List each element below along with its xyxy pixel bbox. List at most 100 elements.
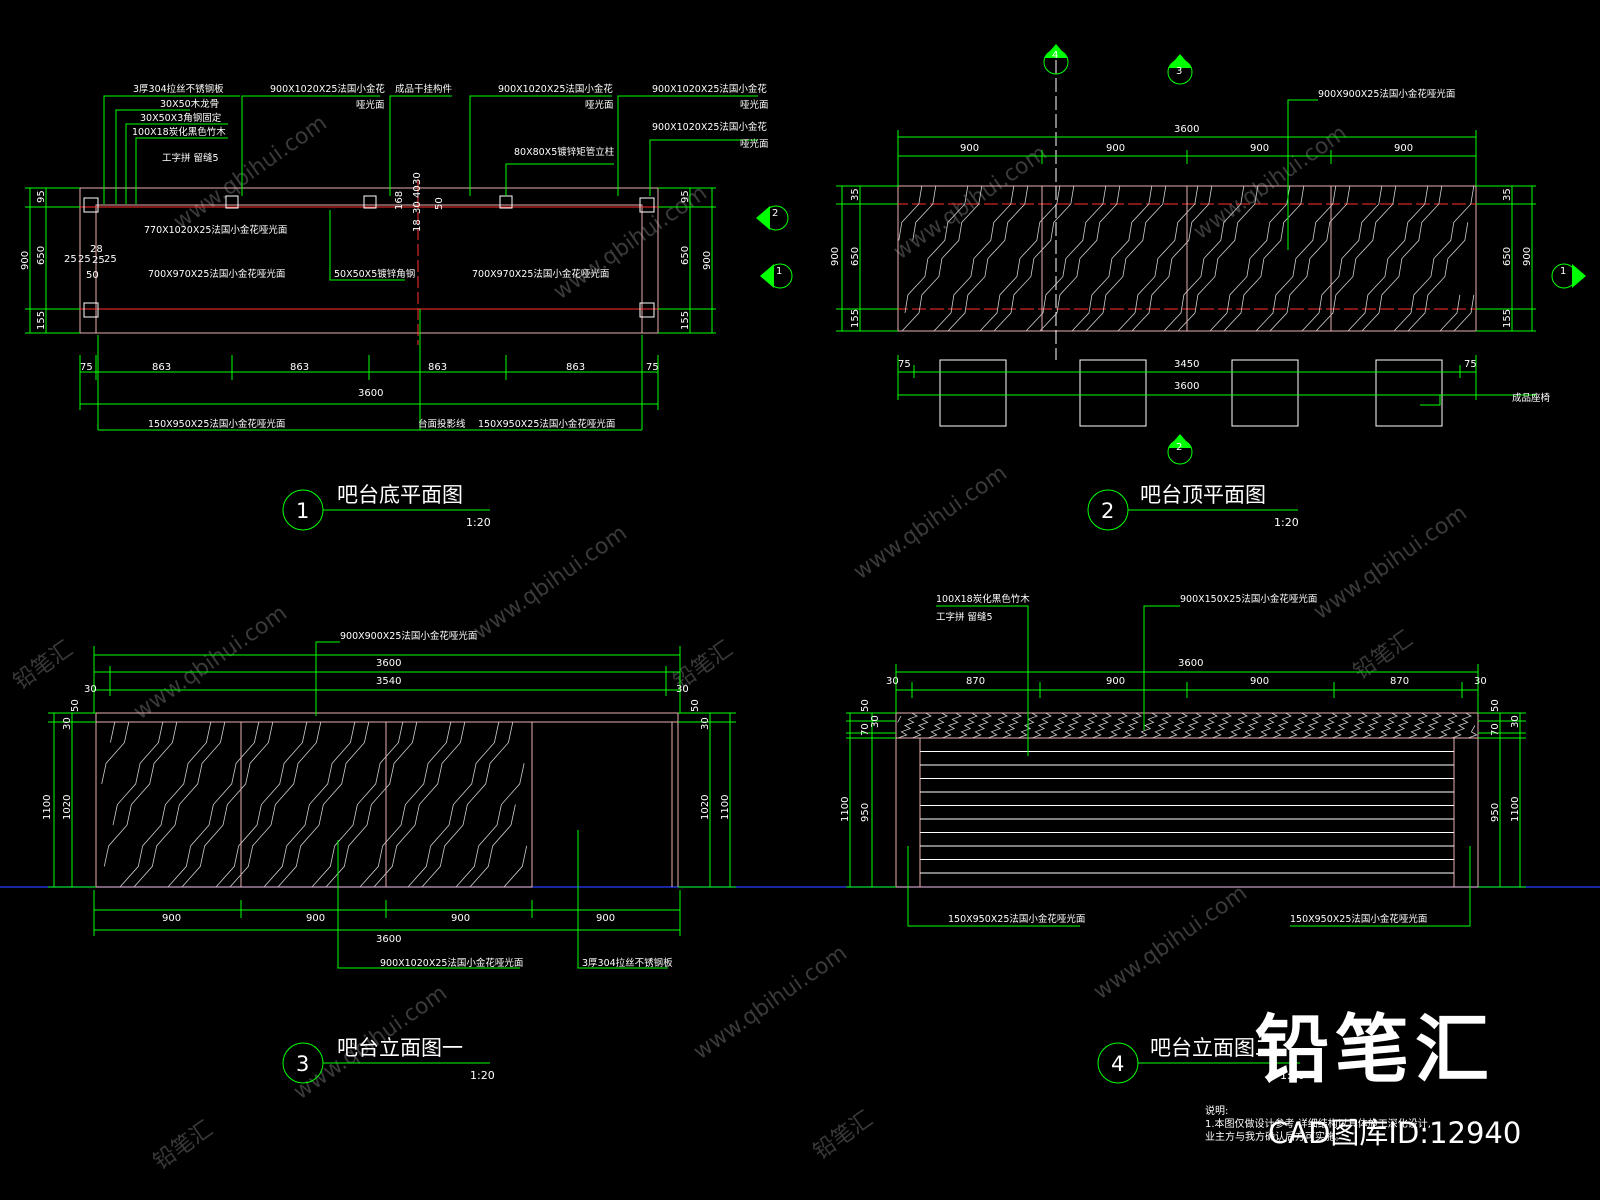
watermark-brand: 铅笔汇 [809,1107,877,1165]
label: 3厚304拉丝不锈钢板 [582,957,673,969]
marble-vein [1421,712,1442,739]
marble-vein [1085,185,1167,332]
marble-vein [904,185,969,313]
marble-vein [325,721,418,888]
view-scale: 1:20 [1280,1069,1305,1082]
marble-vein [1377,712,1398,739]
dimension: 50 [86,270,99,281]
dimension: 900 [1250,676,1269,687]
marble-vein [1255,185,1337,332]
dimension: 3600 [376,934,401,945]
label: 900X1020X25法国小金花 [652,121,767,133]
dimension: 1020 [700,795,711,820]
dimension: 1100 [42,795,53,820]
marble-vein [1117,185,1199,332]
dimension: 75 [1464,359,1477,370]
cad-library-id: CAD图库ID:12940 [1268,1116,1522,1150]
marble-texture [898,185,1475,332]
dimension: 3600 [1174,124,1199,135]
dimension: 950 [1490,803,1501,822]
marble-vein [1407,712,1428,739]
marble-vein [1315,185,1397,332]
dimension: 30 [1474,676,1487,687]
view1-outline [79,187,659,334]
marble-vein [1047,712,1068,739]
marble-vein [1331,712,1352,739]
label: 700X970X25法国小金花哑光面 [148,268,285,280]
post [225,195,239,209]
marble-vein [1071,185,1153,332]
dimension: 30 [84,684,97,695]
stool [1231,359,1299,427]
dimension: 900 [1106,676,1125,687]
label: 哑光面 [740,138,769,150]
view-title: 吧台立面图一 [337,1036,463,1060]
label: 900X900X25法国小金花哑光面 [340,630,477,642]
view-number: 4 [1111,1052,1124,1076]
marble-vein [119,721,212,888]
marble-vein [1227,712,1248,739]
view2-bar-top-plan: 900X900X25法国小金花哑光面 成品座椅 3600 900 900 900… [756,44,1586,531]
dimension: 863 [290,362,309,373]
marble-vein [1177,185,1259,332]
marble-vein [1361,712,1382,739]
label: 哑光面 [356,99,385,111]
dimension: 50 [1490,699,1501,712]
dimension: 1020 [62,795,73,820]
dimension: 650 [36,246,47,265]
marble-vein [229,721,322,888]
marble-vein [277,721,370,888]
marble-vein [1439,294,1461,332]
label: 150X950X25法国小金花哑光面 [148,418,285,430]
dimension: 18 [412,219,423,232]
label: 成品干挂构件 [395,83,453,95]
marble-vein [1269,185,1351,332]
marble-vein [1241,712,1262,739]
label: 30X50木龙骨 [160,98,219,110]
dimension: 155 [680,311,691,330]
dimension: 900 [162,913,181,924]
marble-vein [1317,712,1338,739]
dimension: 30 [676,684,689,695]
view4-bar-elevation-two: 100X18炭化黑色竹木 工字拼 留缝5 900X150X25法国小金花哑光面 … [840,593,1526,1084]
notes-line: 1.本图仅做设计参考,详细结构以具体施工深化设计, [1205,1119,1431,1130]
dimension: 75 [80,362,93,373]
dimension: 900 [1250,143,1269,154]
marble-vein [1091,712,1112,739]
view3-bar-elevation-one: 900X900X25法国小金花哑光面 900X1020X25法国小金花哑光面 3… [42,630,736,1084]
marble-vein [911,712,932,739]
label: 50X50X5镀锌角钢 [334,268,415,280]
svg-text:2: 2 [1176,442,1182,453]
dimension: 3450 [1174,359,1199,370]
marble-vein [941,712,962,739]
dimension: 900 [20,251,31,270]
dimension: 40 [412,185,423,198]
watermark-url: www.qbihui.com [849,461,1012,585]
marble-vein [112,721,164,826]
watermark-url: www.qbihui.com [1189,121,1352,245]
dimension: 1100 [840,797,851,822]
dimension: 900 [306,913,325,924]
section-mark: 2 [756,205,789,231]
dimension: 35 [1502,188,1513,201]
dimension: 3600 [1178,658,1203,669]
dimension: 950 [860,803,871,822]
dimension: 900 [960,143,979,154]
dimension: 1100 [720,795,731,820]
marble-vein [1137,712,1158,739]
marble-vein [1301,185,1383,332]
marble-vein [1271,712,1292,739]
marble-vein [1467,725,1478,739]
dimension: 30 [62,717,73,730]
watermark-url: www.qbihui.com [129,601,292,725]
watermark-url: www.qbihui.com [1309,501,1472,625]
marble-vein [1347,712,1368,739]
label: 80X80X5镀锌矩管立柱 [514,146,615,158]
marble-texture [897,712,1478,739]
marble-vein [1077,712,1098,739]
watermark-brand: 铅笔汇 [149,1117,217,1175]
dimension: 900 [1106,143,1125,154]
label: 770X1020X25法国小金花哑光面 [144,224,287,236]
dimension: 95 [680,190,691,203]
dimension: 75 [646,362,659,373]
